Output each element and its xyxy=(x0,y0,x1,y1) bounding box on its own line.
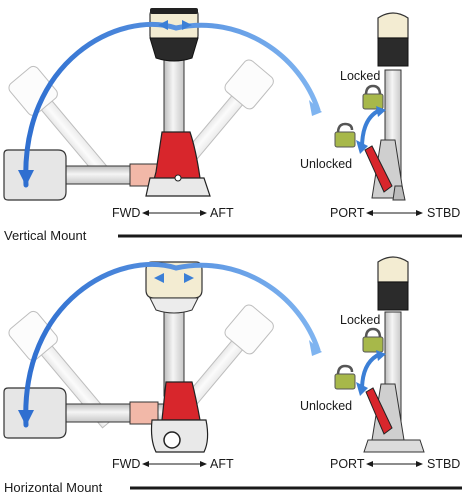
fwd-label: FWD xyxy=(112,457,140,471)
fwd-label: FWD xyxy=(112,206,140,220)
panel-horizontal-mount: Locked Unlocked FWD AFT PORT STBD Horizo… xyxy=(3,256,462,495)
padlock-open-icon xyxy=(334,364,356,390)
padlock-closed-icon xyxy=(362,84,384,110)
pole-horizontal-fwd xyxy=(3,387,166,439)
pole-horizontal-fwd xyxy=(3,149,166,201)
mount-base xyxy=(150,381,209,453)
port-label: PORT xyxy=(330,457,365,471)
unlocked-label: Unlocked xyxy=(300,157,352,171)
port-label: PORT xyxy=(330,206,365,220)
panel-title: Vertical Mount xyxy=(4,228,87,243)
panel-title: Horizontal Mount xyxy=(4,480,103,495)
detail-horizontal xyxy=(363,256,425,453)
stbd-label: STBD xyxy=(427,206,460,220)
padlock-open-icon xyxy=(334,122,356,148)
pole-vertical xyxy=(145,261,203,397)
padlock-closed-icon xyxy=(362,327,384,353)
panel-vertical-mount: Locked Unlocked FWD AFT PORT STBD Vertic… xyxy=(3,8,462,243)
rotation-arrow-icon xyxy=(23,22,321,188)
aft-label: AFT xyxy=(210,457,234,471)
locked-label: Locked xyxy=(340,69,380,83)
rotation-arrow-icon xyxy=(23,262,321,428)
unlocked-label: Unlocked xyxy=(300,399,352,413)
locked-label: Locked xyxy=(340,313,380,327)
detail-vertical xyxy=(364,12,409,201)
aft-label: AFT xyxy=(210,206,234,220)
stbd-label: STBD xyxy=(427,457,460,471)
mount-base xyxy=(145,131,211,197)
